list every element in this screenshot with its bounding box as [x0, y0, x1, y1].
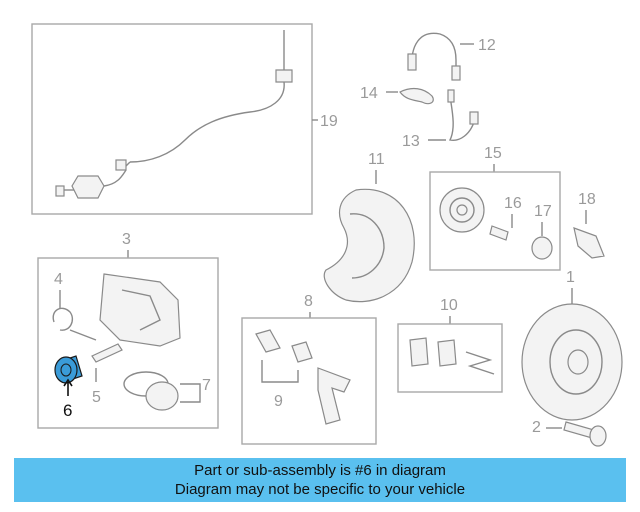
callout-19: 19 — [320, 113, 338, 130]
callout-5: 5 — [92, 389, 101, 406]
callout-16: 16 — [504, 195, 522, 212]
pin-group-8: 8 9 — [241, 293, 377, 445]
callout-9: 9 — [274, 393, 283, 410]
bracket-14: 14 — [360, 85, 434, 105]
sensor-group-19: 19 — [31, 23, 338, 215]
callout-8: 8 — [304, 293, 313, 310]
callout-14: 14 — [360, 85, 378, 102]
parts-diagram: 19 12 14 13 11 15 16 1 — [31, 23, 623, 447]
banner-line-2: Diagram may not be specific to your vehi… — [174, 481, 466, 498]
callout-6: 6 — [63, 401, 72, 420]
dust-shield-11: 11 — [323, 151, 415, 303]
callout-2: 2 — [532, 419, 541, 436]
bushing-6-highlighted: 6 — [54, 355, 83, 420]
brake-rotor-1: 1 — [521, 269, 623, 421]
caliper-group-3: 3 4 5 7 — [37, 231, 219, 429]
info-banner: Part or sub-assembly is #6 in diagram Di… — [14, 458, 626, 502]
callout-7: 7 — [202, 377, 211, 394]
brake-line-13: 13 — [402, 89, 479, 150]
callout-10: 10 — [440, 297, 458, 314]
hub-group-15: 15 16 17 — [429, 145, 561, 271]
banner-line-1: Part or sub-assembly is #6 in diagram — [194, 462, 446, 479]
bolt-2: 2 — [532, 419, 607, 447]
sensor-18: 18 — [573, 191, 605, 259]
callout-1: 1 — [566, 269, 575, 286]
callout-13: 13 — [402, 133, 420, 150]
callout-17: 17 — [534, 203, 552, 220]
callout-12: 12 — [478, 37, 496, 54]
callout-15: 15 — [484, 145, 502, 162]
callout-18: 18 — [578, 191, 596, 208]
brake-hose-12: 12 — [407, 32, 496, 81]
callout-11: 11 — [368, 151, 385, 168]
callout-4: 4 — [54, 271, 63, 288]
pad-group-10: 10 — [397, 297, 503, 393]
callout-3: 3 — [122, 231, 131, 248]
